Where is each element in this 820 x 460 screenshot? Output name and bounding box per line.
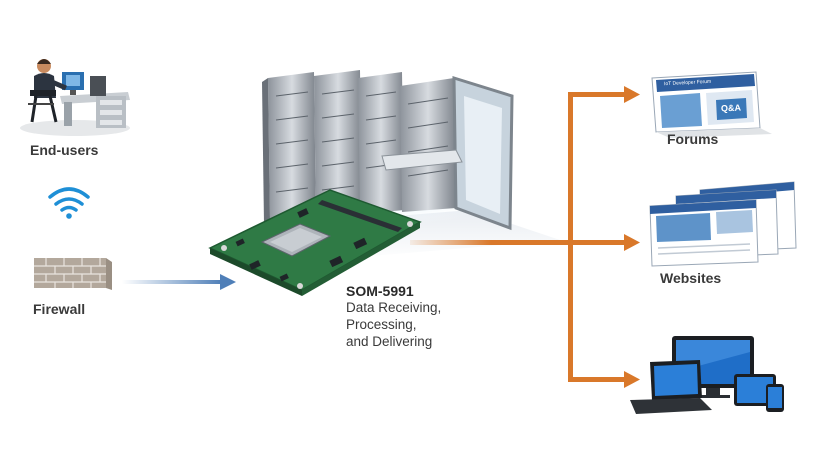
- brick-wall-icon: [34, 258, 112, 290]
- product-description-line-2: Processing,: [346, 317, 417, 332]
- end-users-label: End-users: [30, 142, 99, 158]
- product-name: SOM-5991: [346, 283, 414, 299]
- websites-label: Websites: [660, 270, 722, 286]
- product-description-line-3: and Delivering: [346, 334, 433, 349]
- output-flow-arrows: [410, 86, 640, 388]
- product-description-line-1: Data Receiving,: [346, 300, 442, 315]
- board-icon: [208, 189, 422, 296]
- firewall-arrow: [122, 274, 236, 290]
- websites-pages-icon: [649, 181, 797, 267]
- user-at-desk-icon: [20, 59, 130, 136]
- forum-page-icon: [651, 71, 761, 133]
- wifi-icon: [48, 187, 90, 219]
- forum-page-badge: Q&A: [720, 102, 742, 114]
- tablet-icon: [734, 374, 776, 406]
- laptop-icon: [630, 360, 712, 414]
- forum-page-shadow: [656, 128, 772, 138]
- forums-label: Forums: [667, 131, 719, 147]
- firewall-label: Firewall: [33, 301, 86, 317]
- phone-icon: [766, 384, 784, 412]
- product-caption: SOM-5991 Data Receiving, Processing, and…: [346, 283, 441, 350]
